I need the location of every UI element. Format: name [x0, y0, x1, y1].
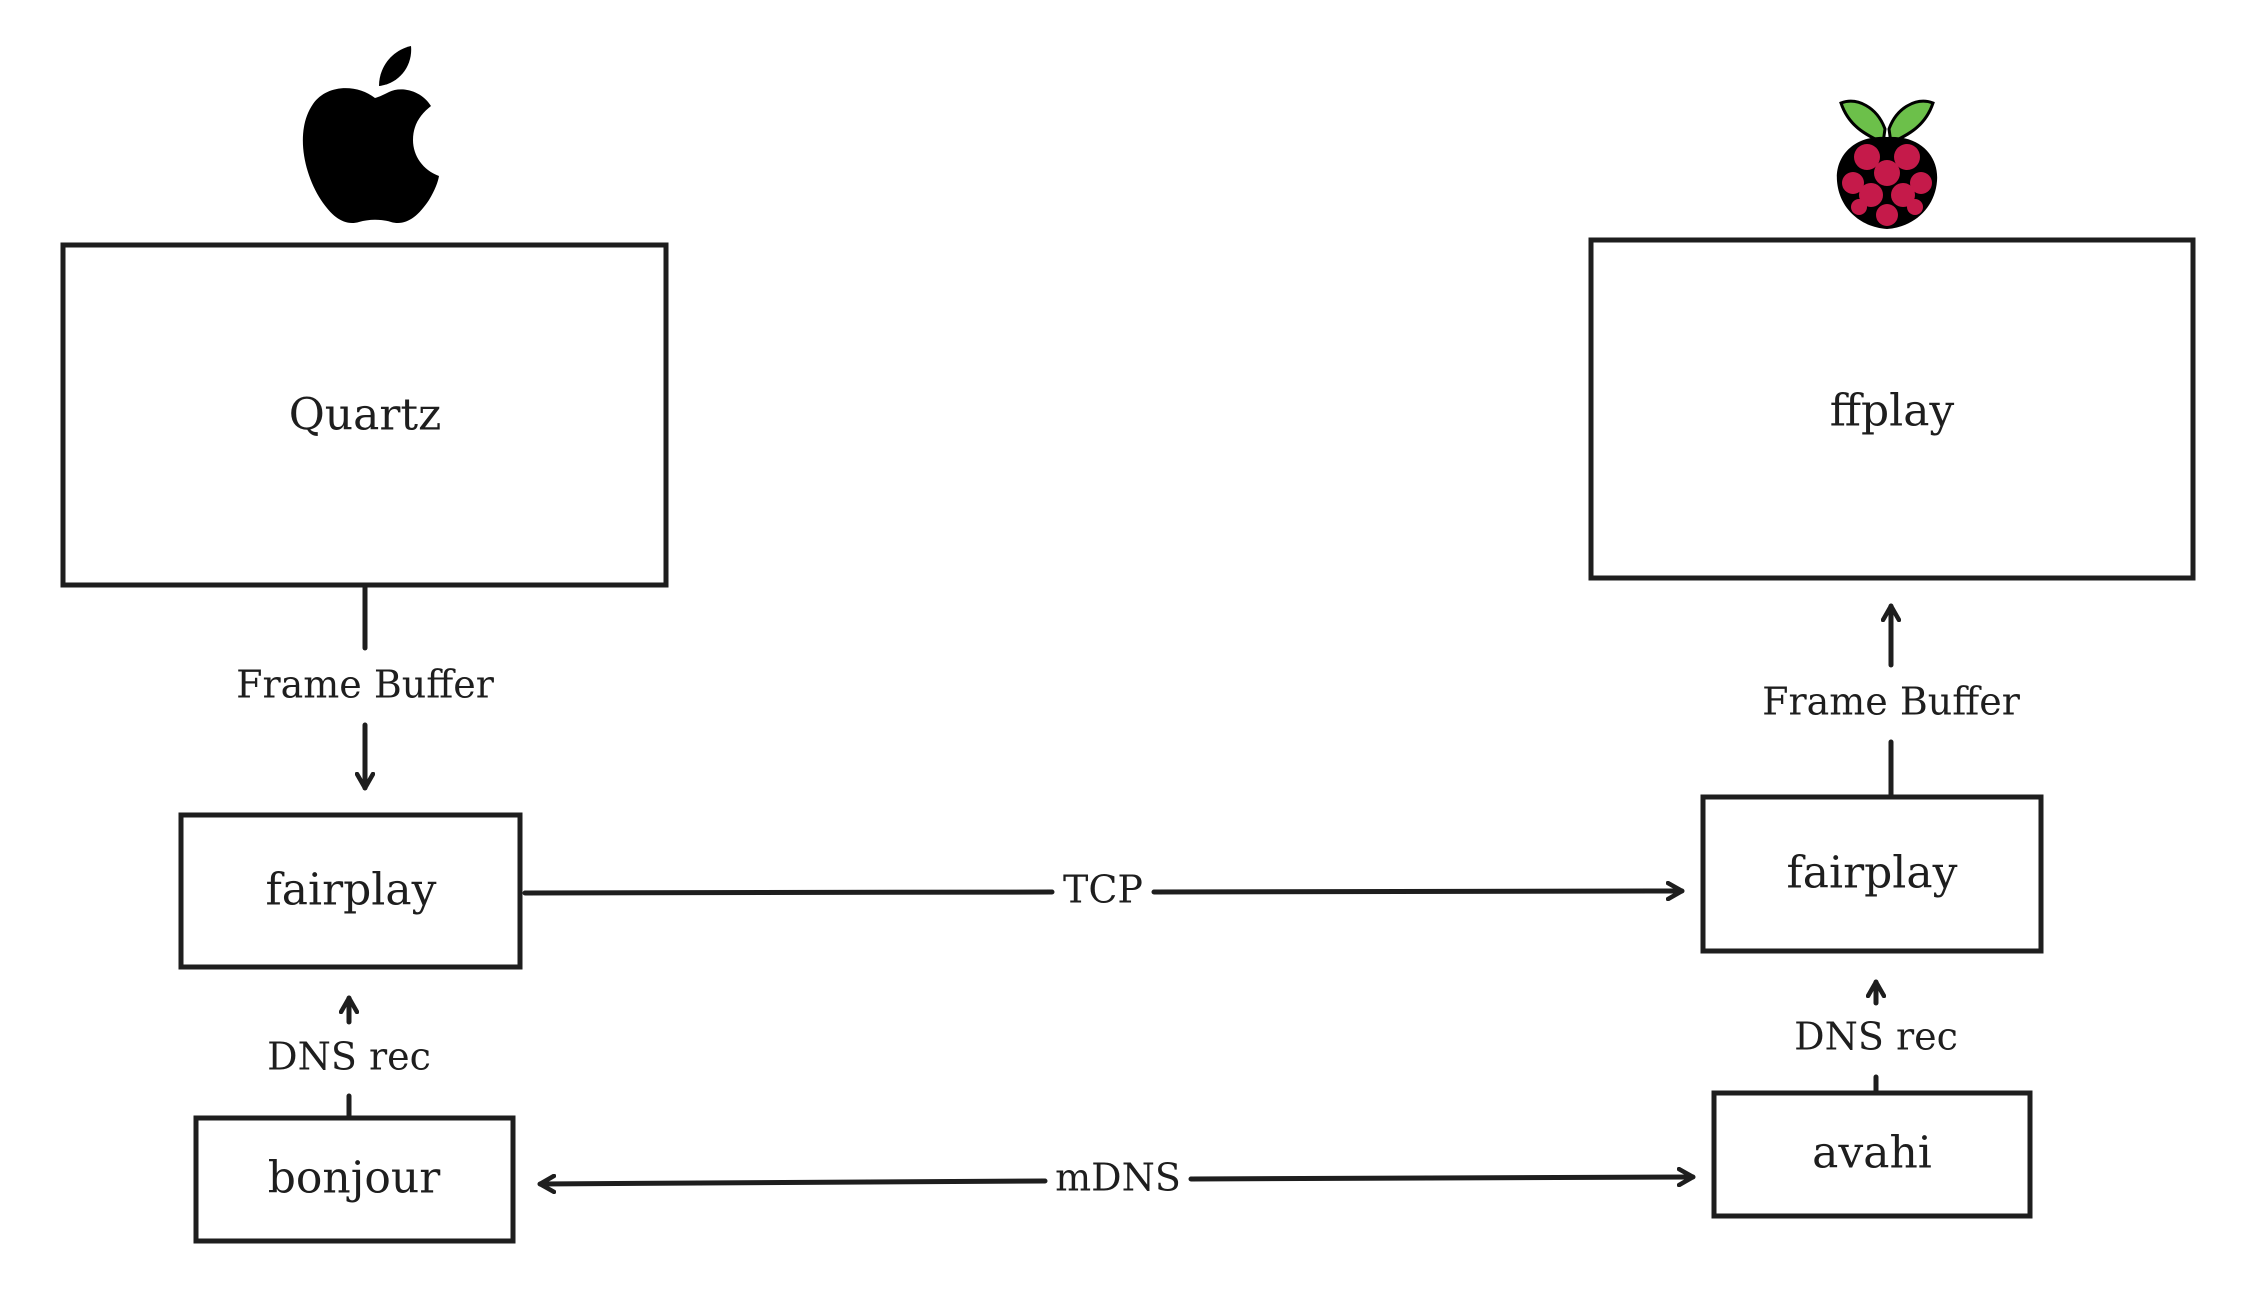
edge-pi-frame-buffer: Frame Buffer: [1762, 603, 2021, 800]
edge-mac-dns-rec: DNS rec: [267, 995, 431, 1121]
node-label-bonjour: bonjour: [268, 1153, 441, 1204]
edge-tcp: TCP: [522, 868, 1685, 912]
edge-label-mac-dns-rec: DNS rec: [267, 1035, 431, 1079]
node-label-avahi: avahi: [1812, 1128, 1932, 1179]
edge-label-pi-frame-buffer: Frame Buffer: [1762, 680, 2021, 724]
raspberry-pi-logo-icon: [1836, 99, 1938, 229]
apple-logo-icon: [302, 46, 440, 224]
node-label-ffplay: ffplay: [1830, 386, 1955, 437]
edge-mac-frame-buffer: Frame Buffer: [236, 582, 495, 791]
node-fairplay-pi: fairplay: [1700, 794, 2044, 954]
node-label-fairplay-mac: fairplay: [266, 865, 437, 916]
edge-label-tcp: TCP: [1063, 868, 1143, 912]
edge-pi-dns-rec: DNS rec: [1794, 979, 1958, 1098]
edge-label-pi-dns-rec: DNS rec: [1794, 1015, 1958, 1059]
node-quartz: Quartz: [60, 242, 669, 588]
node-bonjour: bonjour: [193, 1115, 516, 1244]
node-fairplay-mac: fairplay: [178, 812, 523, 970]
node-label-quartz: Quartz: [289, 390, 442, 441]
edge-mdns: mDNS: [537, 1156, 1696, 1200]
edge-label-mdns: mDNS: [1055, 1156, 1181, 1200]
node-label-fairplay-pi: fairplay: [1787, 848, 1958, 899]
edge-label-mac-frame-buffer: Frame Buffer: [236, 663, 495, 707]
node-ffplay: ffplay: [1588, 237, 2196, 581]
node-avahi: avahi: [1711, 1090, 2033, 1219]
